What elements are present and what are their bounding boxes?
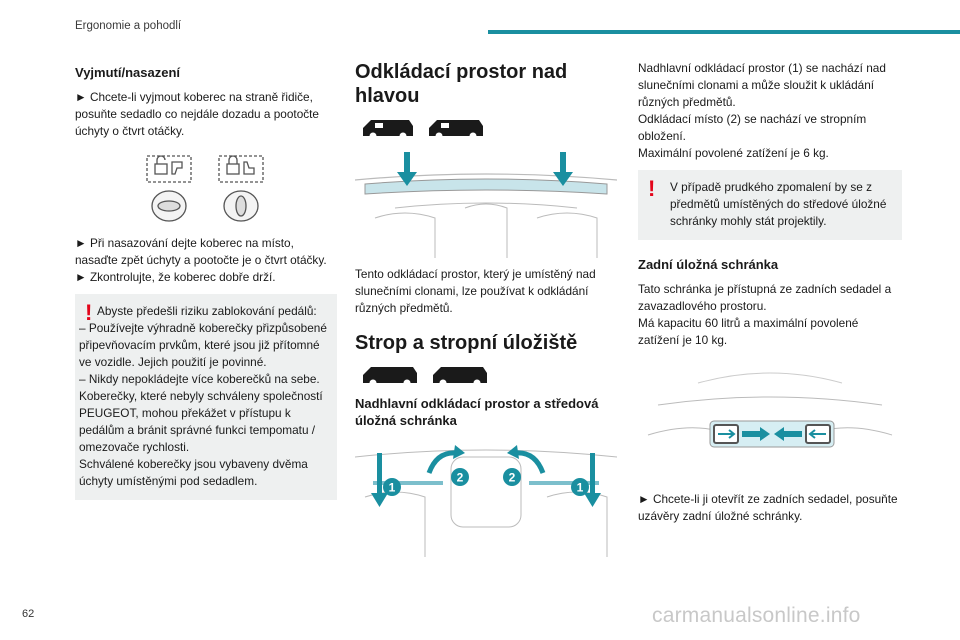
warning-text: V případě prudkého zpomalení by se z pře…: [670, 180, 887, 228]
title-ceiling-storage: Strop a stropní úložiště: [355, 332, 578, 354]
svg-text:2: 2: [457, 471, 464, 485]
marker-badge: 2: [503, 468, 521, 486]
paragraph: Odkládací místo (2) se nachází ve stropn…: [638, 112, 867, 143]
warning-text: – Používejte výhradně koberečky přizpůso…: [79, 321, 327, 369]
section-title: Ergonomie a pohodlí: [75, 20, 182, 32]
marker-badge: 2: [451, 468, 469, 486]
watermark: carmanualsonline.info: [652, 604, 861, 627]
arrow-right-icon: [742, 427, 770, 441]
arrow-down-icon: [584, 453, 601, 507]
warning-box: ! V případě prudkého zpomalení by se z p…: [638, 170, 902, 240]
svg-text:1: 1: [577, 481, 584, 495]
latch-left-icon: [713, 424, 739, 444]
heading-rear-storage: Zadní úložná schránka: [638, 257, 779, 272]
svg-text:2: 2: [509, 471, 516, 485]
paragraph: Tento odkládací prostor, který je umístě…: [355, 267, 596, 315]
paragraph: ► Při nasazování dejte koberec na místo,…: [75, 236, 327, 267]
warning-icon: !: [85, 300, 93, 325]
rear-storage-illustration: [647, 372, 893, 448]
arrow-down-icon: [371, 453, 388, 507]
subheading-overhead-central: Nadhlavní odkládací prostor a středová ú…: [355, 396, 599, 428]
warning-text: Abyste předešli riziku zablokování pedál…: [97, 304, 317, 318]
svg-text:1: 1: [389, 481, 396, 495]
warning-box: ! Abyste předešli riziku zablokování ped…: [75, 294, 337, 500]
warning-text: Schválené koberečky jsou vybaveny dvěma …: [79, 457, 308, 488]
arrow-down-icon: [553, 152, 573, 186]
title-overhead-storage: Odkládací prostor nad hlavou: [355, 61, 568, 107]
curved-arrow-icon: [426, 450, 458, 474]
unlock-icon: [146, 155, 192, 183]
curved-arrow-icon: [514, 450, 546, 474]
paragraph: ► Chcete-li ji otevřít ze zadních sedade…: [638, 492, 898, 523]
paragraph: Má kapacitu 60 litrů a maximální povolen…: [638, 316, 859, 347]
overhead-storage-illustration: [355, 152, 617, 258]
column-3: Nadhlavní odkládací prostor (1) se nachá…: [638, 50, 902, 525]
column-1: Vyjmutí/nasazení ► Chcete-li vyjmout kob…: [75, 50, 337, 500]
clip-vertical-icon: [223, 190, 259, 222]
page-number: 62: [22, 608, 35, 620]
header-accent-bar: [488, 30, 960, 34]
paragraph: ► Zkontrolujte, že koberec dobře drží.: [75, 270, 276, 284]
paragraph: ► Chcete-li vyjmout koberec na straně ři…: [75, 90, 319, 138]
van-silhouettes-icon: [363, 367, 487, 387]
clip-horizontal-icon: [151, 190, 187, 222]
mat-clip-illustration: [146, 155, 264, 222]
lock-icon: [218, 155, 264, 183]
heading-remove-install: Vyjmutí/nasazení: [75, 65, 180, 80]
arrow-down-icon: [397, 152, 417, 186]
latch-right-icon: [805, 424, 831, 444]
arrow-left-icon: [774, 427, 802, 441]
paragraph: Tato schránka je přístupná ze zadních se…: [638, 282, 892, 313]
warning-text: Koberečky, které nebyly schváleny společ…: [79, 389, 323, 454]
paragraph: Maximální povolené zatížení je 6 kg.: [638, 146, 829, 160]
marker-badge: 1: [571, 478, 589, 496]
van-silhouettes-icon: [363, 120, 483, 140]
paragraph: Nadhlavní odkládací prostor (1) se nachá…: [638, 61, 886, 109]
warning-icon: !: [648, 176, 656, 201]
ceiling-storage-illustration: 1 2 2 1: [355, 445, 617, 557]
column-2: Odkládací prostor nad hlavou Tento odklá…: [355, 50, 617, 562]
warning-text: – Nikdy nepokládejte více koberečků na s…: [79, 372, 320, 386]
marker-badge: 1: [383, 478, 401, 496]
